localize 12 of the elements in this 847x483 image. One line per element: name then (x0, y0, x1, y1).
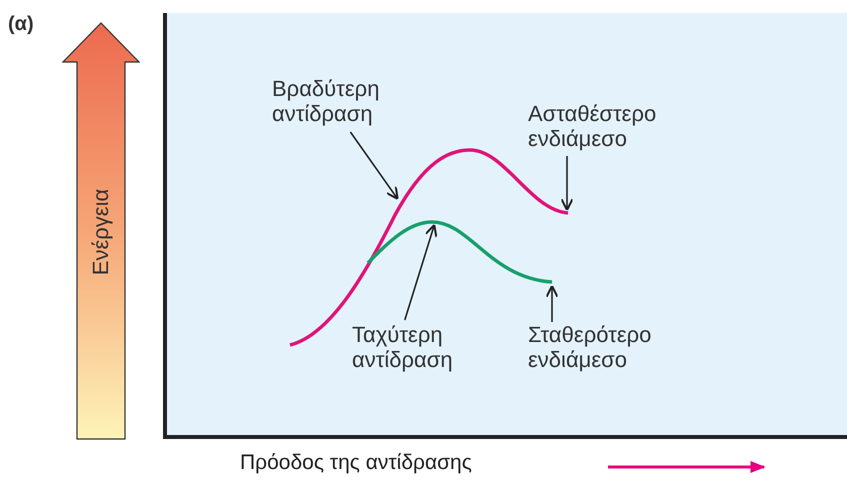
curve-label: Ασταθέστερο ενδιάμεσο (528, 101, 728, 151)
curve-label: Βραδύτερη αντίδραση (272, 76, 432, 126)
energy-arrow (62, 22, 140, 440)
leader-arrow (560, 156, 574, 212)
curve-label: Ταχύτερη αντίδραση (352, 322, 512, 372)
panel-label: (α) (8, 14, 34, 34)
leader-arrow (350, 132, 399, 200)
leader-arrow (545, 284, 559, 322)
axis-title: Πρόοδος της αντίδρασης (240, 452, 472, 473)
curve-label: Σταθερότερο ενδιάμεσο (528, 322, 728, 372)
axis-title: Ενέργεια (90, 188, 112, 276)
leader-arrow (404, 224, 438, 320)
